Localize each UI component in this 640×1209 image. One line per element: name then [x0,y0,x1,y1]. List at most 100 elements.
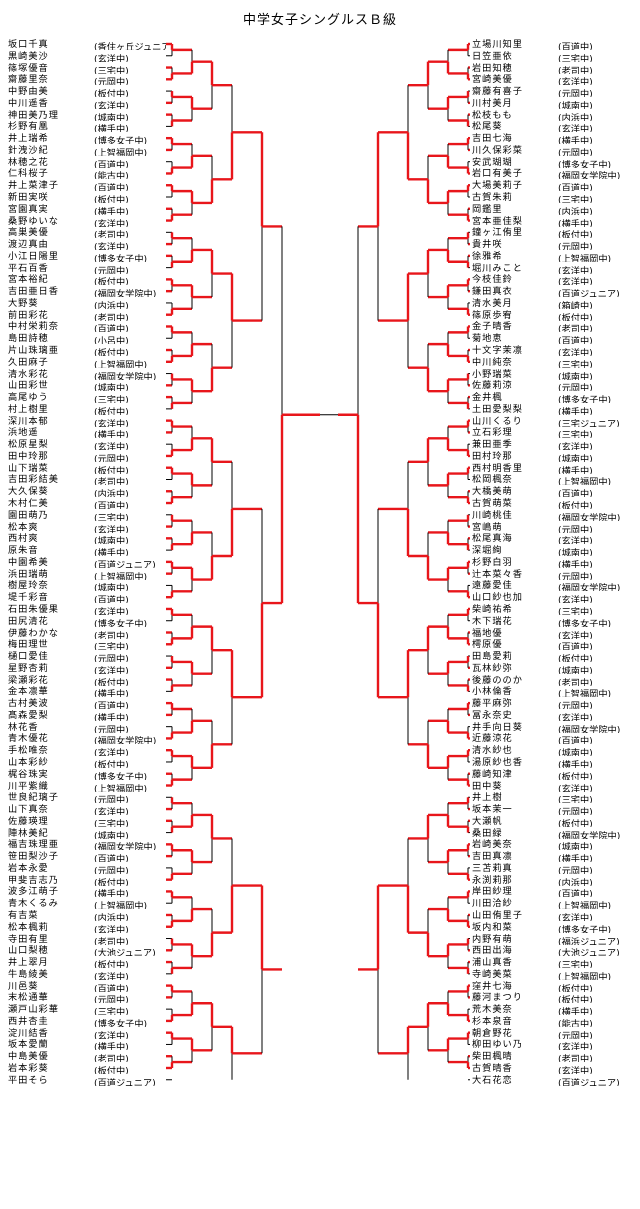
player-entry: 柳田ゆい乃(玄洋中) [472,1039,634,1050]
player-name: 桑田緑 [472,827,503,839]
player-affiliation: (内浜中) [94,300,129,309]
player-entry: 小江日陽里(博多女子中) [8,251,166,262]
player-entry: 渡辺真由(玄洋中) [8,239,166,250]
player-name: 吉田亜日香 [8,286,59,298]
player-entry: 淀川結香(玄洋中) [8,1028,166,1039]
player-affiliation: (上智福岡中) [558,971,612,980]
player-name: 山田彩世 [8,380,49,392]
player-entry: 桑田緑(福岡女学院中) [472,828,634,839]
player-entry: 湯原紗也香(横手中) [472,757,634,768]
player-affiliation: (内浜中) [558,112,593,121]
player-entry: 岩本永愛 (元岡中) [8,863,166,874]
player-entry: 金本凛華(横手中) [8,686,166,697]
player-name: 篠塚優音 [8,62,49,74]
player-entry: 田中葵(玄洋中) [472,781,634,792]
player-name: 吉田彩結美 [8,474,59,486]
player-affiliation: (大池ジュニア) [94,948,156,957]
player-affiliation: (博多女子中) [94,253,148,262]
player-affiliation: (百道中) [558,642,593,651]
player-name: 今枝佳鈴 [472,274,513,286]
player-name: 山下瑞菜 [8,462,49,474]
player-affiliation: (老司中) [94,230,129,239]
player-name: 田中玲那 [8,450,49,462]
player-name: 中川純奈 [472,356,513,368]
player-affiliation: (百道中) [558,42,593,50]
player-entry: 川村美月(城南中) [472,98,634,109]
player-affiliation: (三宅中) [558,606,593,615]
player-entry: 宮嶋萌(元岡中) [472,522,634,533]
player-affiliation: (板付中) [94,277,129,286]
player-entry: 中村栄莉奈(百道中) [8,321,166,332]
player-name: 久田麻子 [8,356,49,368]
player-entry: 遠藤愛佳(福岡女学院中) [472,580,634,591]
player-entry: 川久保彩菜(元岡中) [472,145,634,156]
player-entry: 林花香(元岡中) [8,722,166,733]
player-affiliation: (福岡女学院中) [94,289,157,298]
player-name: 山田侑里子 [472,909,523,921]
player-entry: 山川くるり(三宅ジュニア) [472,416,634,427]
player-name: 浜田瑞萌 [8,568,49,580]
player-affiliation: (元岡中) [558,524,593,533]
player-entry: 大瀬帆(板付中) [472,816,634,827]
player-name: 菊地恵 [472,333,503,345]
player-entry: 冨永奈史(玄洋中) [472,710,634,721]
player-affiliation: (上智福岡中) [94,359,148,368]
player-affiliation: (百道中) [94,501,129,510]
player-affiliation: (能古中) [94,171,129,180]
player-name: 波多江萌子 [8,886,59,898]
player-name: 瀬戸山彩華 [8,1004,59,1016]
player-entry: 佐藤瑛理(三宅中) [8,816,166,827]
player-affiliation: (百道中) [558,889,593,898]
player-name: 髙森愛梨 [8,709,49,721]
player-affiliation: (内浜中) [94,912,129,921]
player-entry: 宮本裕紀(板付中) [8,274,166,285]
player-name: 古村美波 [8,698,49,710]
player-name: 青木くるみ [8,898,59,910]
player-affiliation: (箱崎中) [558,300,593,309]
player-name: 田島愛莉 [472,651,513,663]
player-entry: 杉本泉音(能古中) [472,1016,634,1027]
player-affiliation: (上智福岡中) [94,901,148,910]
player-affiliation: (元岡中) [94,654,129,663]
player-name: 辻本菜々香 [472,568,523,580]
player-entry: 柴田楓晴(老司中) [472,1051,634,1062]
player-name: 古賀晴香 [472,1062,513,1074]
player-affiliation: (玄洋中) [558,595,593,604]
player-affiliation: (元岡中) [558,701,593,710]
player-name: 林花香 [8,721,39,733]
player-entry: 佐藤莉涼(元岡中) [472,380,634,391]
player-affiliation: (玄洋中) [558,630,593,639]
player-affiliation: (小呂中) [94,336,129,345]
player-entry: 神田美乃理(城南中) [8,110,166,121]
player-affiliation: (博多女子中) [558,159,612,168]
player-name: 高巣美優 [8,227,49,239]
player-entry: 齋藤里奈(元岡中) [8,74,166,85]
player-entry: 川崎桃佳(福岡女学院中) [472,510,634,521]
player-entry: 浜田瑞萌(上智福岡中) [8,569,166,580]
player-name: 田尻清花 [8,615,49,627]
player-entry: 辻本菜々香(元岡中) [472,569,634,580]
player-affiliation: (三宅中) [94,395,129,404]
player-name: 荒木美奈 [472,1004,513,1016]
player-entry: 梶谷珠実(博多女子中) [8,769,166,780]
player-name: 古賀朱莉 [472,192,513,203]
player-affiliation: (玄洋中) [558,442,593,451]
player-entry: 日笠亜依(三宅中) [472,51,634,62]
player-entry: 木下瑞花(博多女子中) [472,616,634,627]
player-entry: 世良紀璃子(元岡中) [8,792,166,803]
player-entry: 宮本亜佳梨(横手中) [472,216,634,227]
player-name: 杉野有凰 [8,121,49,133]
player-affiliation: (玄洋中) [94,53,129,62]
player-entry: 清水紗也(城南中) [472,745,634,756]
player-name: 柳田ゆい乃 [472,1039,523,1051]
player-name: 西村明香里 [472,462,523,474]
player-affiliation: (元岡中) [94,865,129,874]
player-name: 柴田楓晴 [472,1051,513,1063]
player-entry: 十文字茉凛(玄洋中) [472,345,634,356]
player-name: 樹屋玲奈 [8,580,49,592]
player-name: 岩本永愛 [8,862,49,874]
player-entry: 髙森愛梨(横手中) [8,710,166,721]
player-name: 前田彩花 [8,309,49,321]
player-affiliation: (百道中) [558,336,593,345]
player-entry: 村上樹里(板付中) [8,404,166,415]
